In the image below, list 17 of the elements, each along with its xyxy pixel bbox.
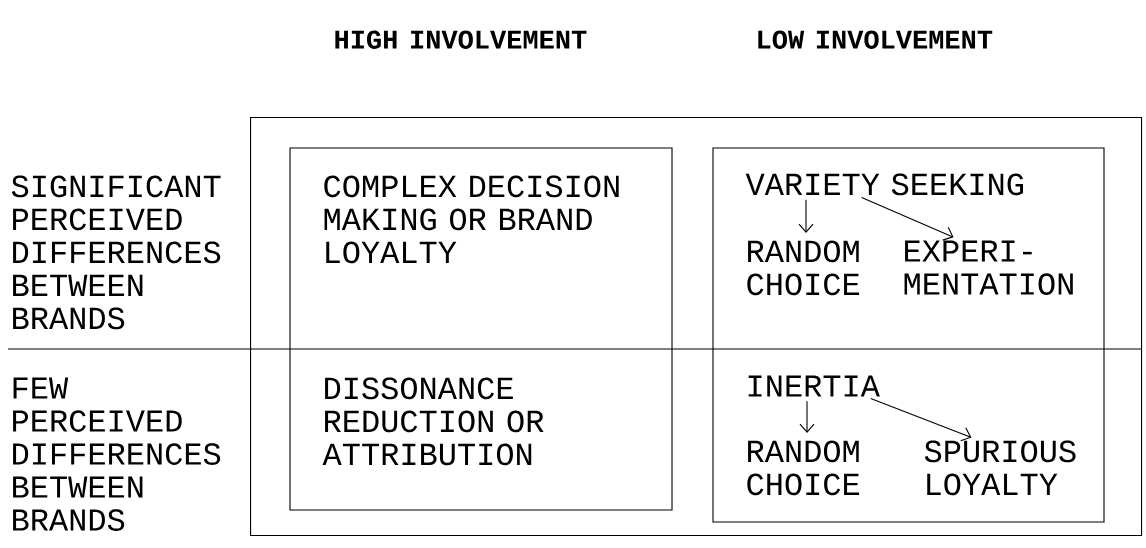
cell-text: COMPLEX DECISION MAKING OR BRAND LOYALTY (324, 175, 619, 264)
row-heading: SIGNIFICANT PERCEIVED DIFFERENCES BETWEEN BRANDS (11, 175, 221, 330)
arrow (798, 199, 814, 233)
outer-box (250, 117, 1143, 537)
arrow (799, 400, 815, 433)
row-heading: FEW PERCEIVED DIFFERENCES BETWEEN BRANDS (13, 377, 221, 531)
cell-text: RANDOM CHOICE (747, 240, 860, 296)
cell-text: RANDOM CHOICE (747, 440, 860, 496)
arrow (861, 196, 954, 241)
cell-text: SPURIOUS LOYALTY (924, 440, 1076, 496)
column-heading: HIGH INVOLVEMENT (335, 30, 587, 49)
arrow (870, 398, 972, 442)
column-heading: LOW INVOLVEMENT (758, 30, 993, 49)
cell-text: DISSONANCE REDUCTION OR ATTRIBUTION (322, 377, 544, 466)
cell-text: INERTIA (748, 375, 880, 397)
cell-text: VARIETY SEEKING (745, 173, 1024, 196)
cell-text: EXPERI- MENTATION (904, 240, 1073, 295)
